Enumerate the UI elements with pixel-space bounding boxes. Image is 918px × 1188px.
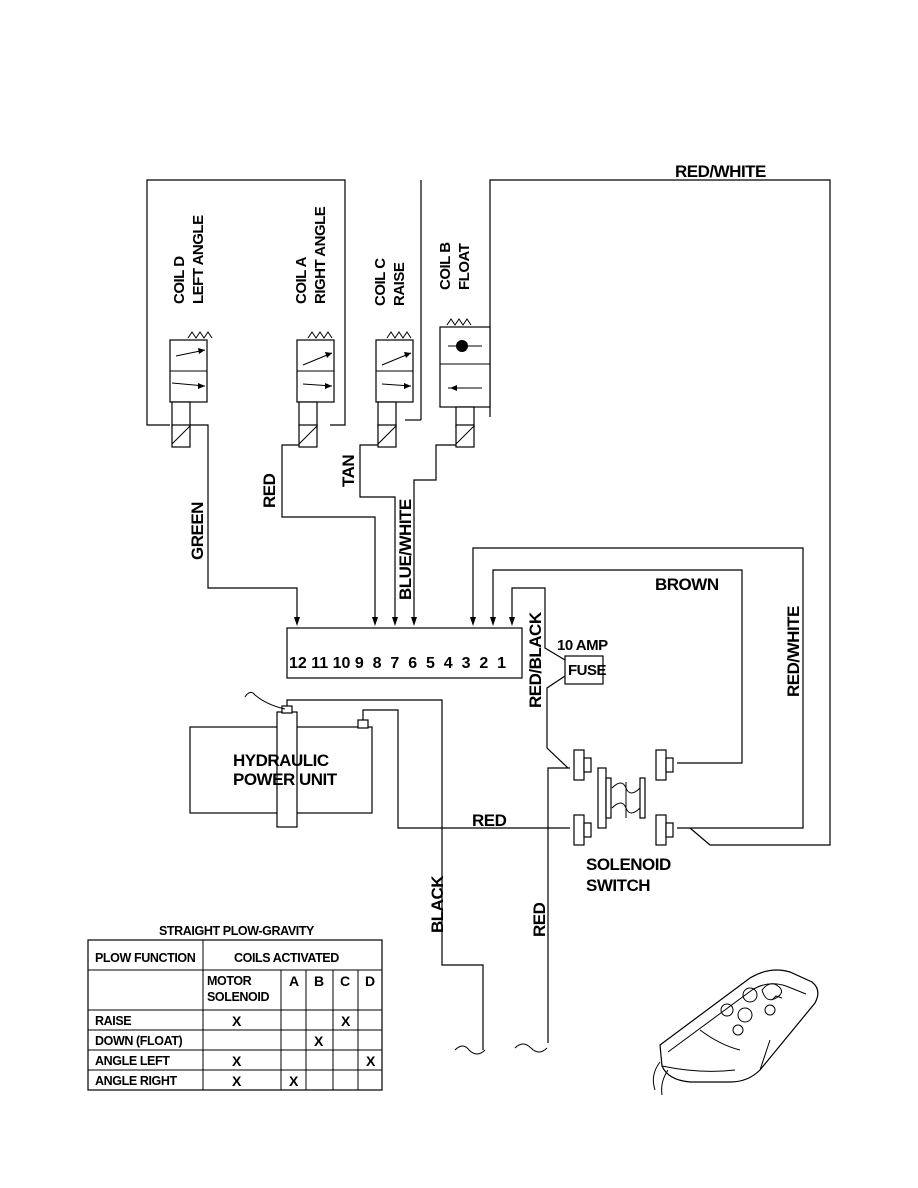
svg-text:RAISE: RAISE [391, 262, 408, 306]
svg-text:X: X [341, 1013, 351, 1029]
function-table: STRAIGHT PLOW-GRAVITY PLOW FUNCTION COIL… [87, 924, 383, 1091]
blue-white-wire [411, 444, 456, 626]
tan-wire [359, 444, 398, 626]
svg-text:PLOW FUNCTION: PLOW FUNCTION [95, 951, 196, 965]
wire-label-black: BLACK [428, 875, 447, 933]
coil-d-label: COIL D LEFT ANGLE [171, 215, 207, 304]
svg-text:12 11 10 9 8 7 6 5 4 3: 12 11 10 9 8 7 6 5 4 3 2 1 [289, 655, 506, 672]
svg-text:X: X [289, 1073, 299, 1089]
svg-text:HYDRAULIC: HYDRAULIC [233, 751, 329, 770]
red-pump-wire [362, 709, 570, 829]
svg-text:FLOAT: FLOAT [456, 243, 473, 290]
brown-wire [490, 569, 743, 764]
green-wire [190, 424, 300, 626]
fuse: FUSE 10 AMP [544, 625, 609, 769]
table-row-function: DOWN (FLOAT) [95, 1034, 183, 1048]
wire-label-red-pump: RED [472, 811, 507, 830]
coil-b-label: COIL B FLOAT [437, 242, 473, 290]
coil-b-valve [439, 318, 491, 448]
svg-text:10 AMP: 10 AMP [557, 637, 608, 654]
wire-label-blue-white: BLUE/WHITE [396, 499, 415, 600]
svg-text:SOLENOID: SOLENOID [207, 990, 269, 1004]
svg-text:COIL A: COIL A [293, 256, 310, 304]
table-title: STRAIGHT PLOW-GRAVITY [159, 924, 315, 938]
svg-text:X: X [232, 1013, 242, 1029]
svg-text:C: C [340, 973, 350, 989]
black-wire [286, 699, 486, 1055]
wire-label-red-white-right: RED/WHITE [784, 606, 803, 697]
wire-label-red-bottom: RED [530, 902, 549, 937]
red-white-right-wire [470, 547, 804, 829]
svg-text:COIL D: COIL D [171, 256, 188, 304]
svg-text:RIGHT ANGLE: RIGHT ANGLE [312, 206, 329, 304]
red-battery-wire [514, 767, 570, 1053]
table-row-function: RAISE [95, 1014, 131, 1028]
coil-d-top-wire [146, 179, 346, 426]
terminal1-wire [509, 587, 546, 626]
svg-text:X: X [366, 1053, 376, 1069]
red-coil-a-wire [281, 444, 378, 626]
wire-label-brown: BROWN [655, 575, 719, 594]
svg-text:D: D [365, 973, 375, 989]
svg-text:SOLENOID: SOLENOID [586, 855, 671, 874]
svg-text:X: X [232, 1053, 242, 1069]
svg-text:LEFT ANGLE: LEFT ANGLE [190, 215, 207, 304]
svg-text:COILS ACTIVATED: COILS ACTIVATED [234, 951, 339, 965]
svg-text:COIL C: COIL C [372, 258, 389, 306]
svg-text:COIL B: COIL B [437, 242, 454, 290]
coil-c-valve [375, 331, 414, 448]
svg-text:MOTOR: MOTOR [207, 974, 252, 988]
coil-a-label: COIL A RIGHT ANGLE [293, 206, 329, 304]
red-white-loop-wire [489, 179, 831, 846]
svg-text:FUSE: FUSE [568, 662, 607, 679]
coil-d-valve [169, 331, 213, 448]
svg-text:X: X [232, 1073, 242, 1089]
table-row-function: ANGLE LEFT [95, 1054, 170, 1068]
wire-label-green: GREEN [188, 502, 207, 560]
wire-label-red-coil-a: RED [260, 473, 279, 508]
svg-text:POWER UNIT: POWER UNIT [233, 770, 338, 789]
coil-c-top-wire [405, 180, 422, 421]
hand-controller-illustration [652, 969, 819, 1096]
svg-text:X: X [314, 1033, 324, 1049]
svg-text:B: B [314, 973, 324, 989]
table-row-function: ANGLE RIGHT [95, 1074, 177, 1088]
hydraulic-power-unit: HYDRAULIC POWER UNIT [189, 691, 373, 828]
wire-label-tan: TAN [339, 455, 358, 487]
svg-text:A: A [289, 973, 299, 989]
solenoid-switch: SOLENOID SWITCH [573, 749, 674, 895]
coil-c-label: COIL C RAISE [372, 258, 408, 306]
wire-label-red-black: RED/BLACK [526, 611, 545, 708]
wire-label-red-white-top: RED/WHITE [675, 162, 766, 181]
svg-text:SWITCH: SWITCH [586, 876, 650, 895]
terminal-strip: 12 11 10 9 8 7 6 5 4 3 2 1 [286, 627, 523, 679]
coil-a-valve [296, 331, 335, 448]
